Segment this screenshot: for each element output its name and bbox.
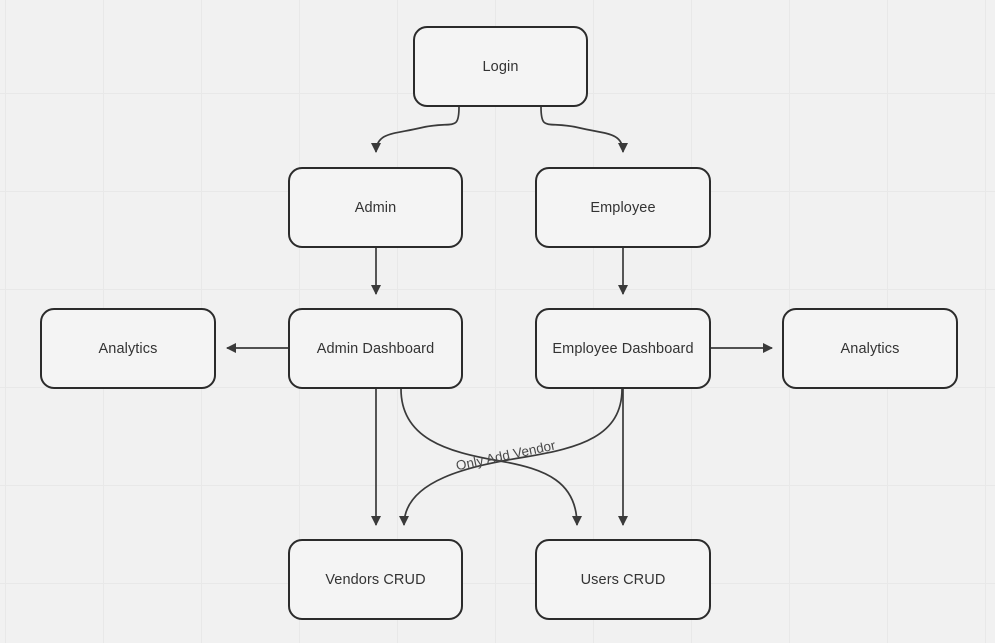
node-admin-label: Admin (354, 199, 397, 216)
node-admin-dashboard-label: Admin Dashboard (316, 340, 435, 357)
node-admin[interactable]: Admin (288, 167, 463, 248)
node-admin-dashboard[interactable]: Admin Dashboard (288, 308, 463, 389)
node-analytics-right-label: Analytics (840, 340, 900, 357)
node-login[interactable]: Login (413, 26, 588, 107)
node-employee-dashboard-label: Employee Dashboard (552, 340, 694, 357)
node-employee-label: Employee (590, 199, 656, 216)
node-users-crud[interactable]: Users CRUD (535, 539, 711, 620)
edge-login-to-admin (370, 106, 460, 154)
node-login-label: Login (482, 58, 519, 75)
node-analytics-left[interactable]: Analytics (40, 308, 216, 389)
node-vendors-crud-label: Vendors CRUD (325, 571, 426, 588)
edge-label-only-add-vendor: Only Add Vendor (454, 437, 557, 474)
node-analytics-right[interactable]: Analytics (782, 308, 958, 389)
edge-login-to-employee (540, 106, 629, 154)
node-employee-dashboard[interactable]: Employee Dashboard (535, 308, 711, 389)
node-users-crud-label: Users CRUD (580, 571, 666, 588)
node-analytics-left-label: Analytics (98, 340, 158, 357)
node-employee[interactable]: Employee (535, 167, 711, 248)
node-vendors-crud[interactable]: Vendors CRUD (288, 539, 463, 620)
